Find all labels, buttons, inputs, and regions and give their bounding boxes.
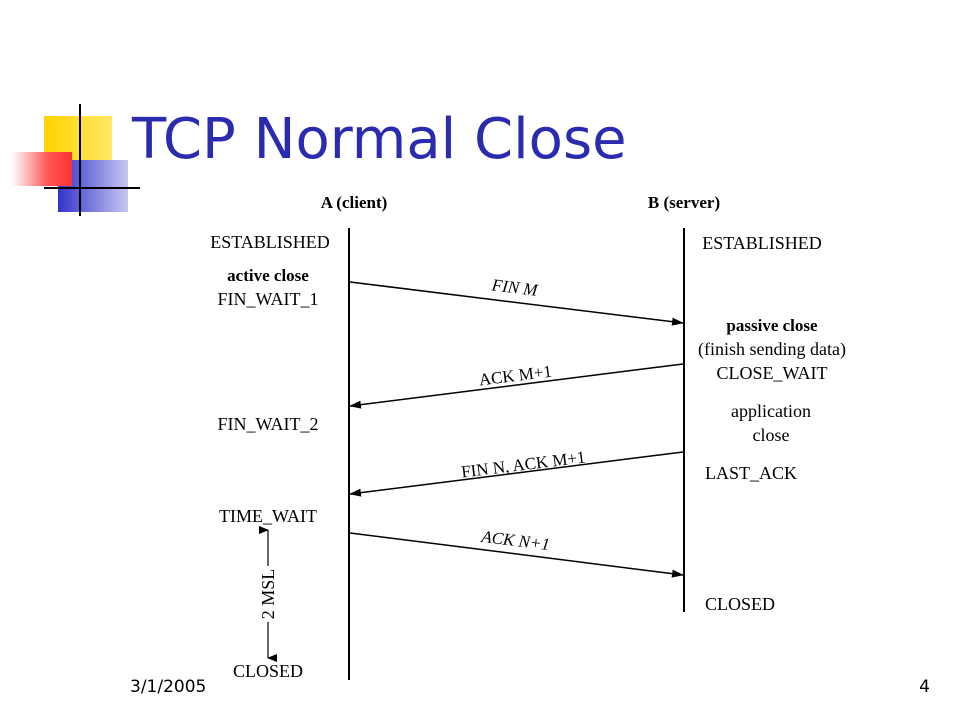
client-closed: CLOSED: [233, 661, 303, 681]
fin-m-arrow: [349, 281, 684, 326]
client-active-close: active close: [227, 266, 309, 285]
client-fin-wait-2: FIN_WAIT_2: [218, 414, 319, 434]
fin-n-ack-arrow: [349, 451, 684, 497]
server-header: B (server): [648, 193, 720, 212]
red-square: [12, 152, 72, 186]
slide-decoration: [12, 104, 140, 216]
server-closed: CLOSED: [705, 594, 775, 614]
fin-m-label: FIN M: [490, 275, 540, 300]
msl-label: 2 MSL: [258, 569, 278, 620]
fin-n-ack-label: FIN N, ACK M+1: [460, 448, 586, 482]
slide-title: TCP Normal Close: [132, 107, 627, 172]
server-last-ack: LAST_ACK: [705, 463, 797, 483]
server-close-label: close: [753, 425, 790, 445]
server-passive-close: passive close: [726, 316, 818, 335]
client-header: A (client): [321, 193, 388, 212]
client-established: ESTABLISHED: [210, 232, 330, 252]
server-finish-sending: (finish sending data): [698, 339, 846, 360]
server-application: application: [731, 401, 811, 421]
ack-m1-arrow: [349, 363, 684, 409]
slide-date: 3/1/2005: [130, 677, 207, 697]
page-number: 4: [919, 677, 930, 697]
server-established: ESTABLISHED: [702, 233, 822, 253]
client-fin-wait-1: FIN_WAIT_1: [218, 289, 319, 309]
client-time-wait: TIME_WAIT: [219, 506, 317, 526]
server-close-wait: CLOSE_WAIT: [717, 363, 828, 383]
ack-n1-arrow: [349, 532, 684, 578]
